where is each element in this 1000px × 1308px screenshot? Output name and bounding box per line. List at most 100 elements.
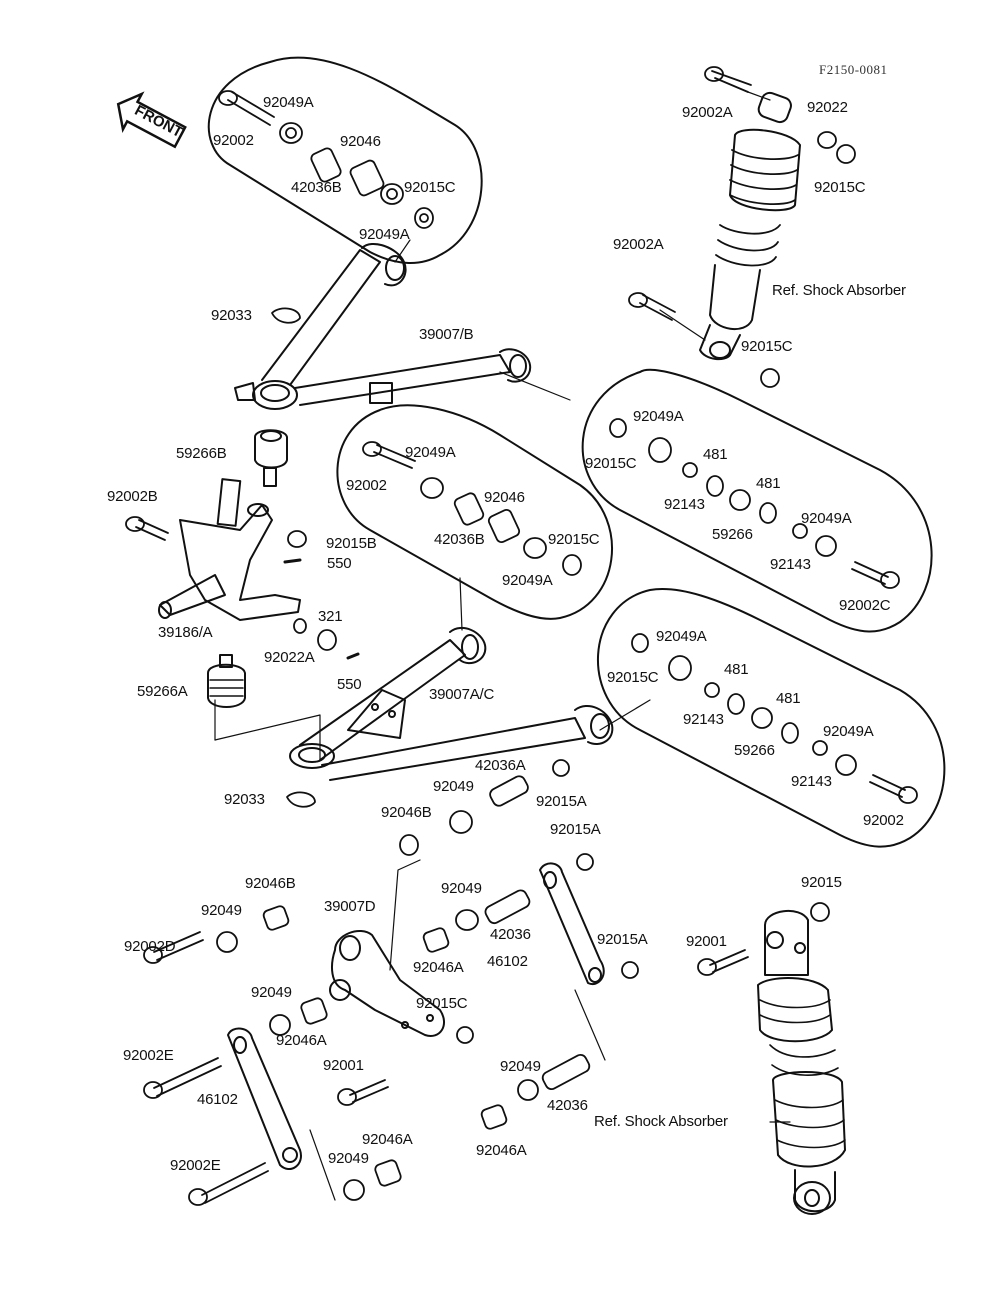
part-number-label: 92049: [441, 880, 482, 897]
part-number-label: 92143: [770, 556, 811, 573]
part-number-label: 39007A/C: [429, 686, 495, 703]
part-number-label: 92022: [807, 99, 848, 116]
part-number-label: 92015C: [548, 531, 600, 548]
part-number-label: 92015C: [416, 995, 468, 1012]
part-number-label: 92049A: [502, 572, 553, 589]
part-number-label: 92002: [213, 132, 254, 149]
part-number-label: 92046A: [362, 1131, 413, 1148]
leader-lines: [214, 91, 791, 1201]
part-number-label: 42036B: [291, 179, 342, 196]
steering-knuckle: [158, 478, 301, 621]
group-outline-upper-arm-front: [207, 56, 483, 264]
part-number-label: 39186/A: [158, 624, 213, 641]
part-number-label: 42036A: [475, 757, 526, 774]
part-number-label: 92143: [683, 711, 724, 728]
part-number-label: 39007/B: [419, 326, 474, 343]
part-number-label: 550: [327, 555, 352, 572]
part-number-label: 92001: [323, 1057, 364, 1074]
part-number-label: 92049A: [405, 444, 456, 461]
part-number-label: 92022A: [264, 649, 315, 666]
part-number-label: 92002C: [839, 597, 891, 614]
ball-joint-lower: [207, 654, 246, 708]
tie-rod-lower: [227, 1027, 302, 1170]
part-number-label: 42036: [547, 1097, 588, 1114]
part-number-label: 92049A: [801, 510, 852, 527]
part-number-label: 92015: [801, 874, 842, 891]
part-number-label: 92002A: [613, 236, 664, 253]
part-number-label: 92015B: [326, 535, 377, 552]
ball-joint-upper: [254, 429, 288, 487]
part-number-label: 92046A: [476, 1142, 527, 1159]
part-number-label: 59266B: [176, 445, 227, 462]
part-number-label: 46102: [487, 953, 528, 970]
part-number-label: 92143: [791, 773, 832, 790]
part-number-label: 321: [318, 608, 343, 625]
part-number-label: 92049A: [359, 226, 410, 243]
front-direction-arrow: FRONT: [105, 81, 196, 161]
part-number-label: 59266: [712, 526, 753, 543]
rear-shock-absorber: [757, 909, 846, 1215]
part-number-label: 92046A: [413, 959, 464, 976]
part-number-label: 92046B: [381, 804, 432, 821]
part-number-label: 92046: [340, 133, 381, 150]
part-number-label: 92049A: [823, 723, 874, 740]
drawing-code: F2150-0081: [819, 62, 888, 77]
group-outline-lower-arm-rear: [597, 588, 946, 848]
part-number-label: 42036: [490, 926, 531, 943]
part-number-label: 92143: [664, 496, 705, 513]
part-number-label: 42036B: [434, 531, 485, 548]
rocker-arm: [329, 930, 445, 1037]
part-number-label: 92015A: [550, 821, 601, 838]
part-number-label: 481: [776, 690, 801, 707]
part-number-label: 550: [337, 676, 362, 693]
part-number-label: 92049A: [263, 94, 314, 111]
part-number-label: 92049: [328, 1150, 369, 1167]
part-number-label: 481: [724, 661, 749, 678]
part-number-label: 481: [703, 446, 728, 463]
tie-rod-upper: [539, 862, 605, 986]
part-number-label: 92015C: [585, 455, 637, 472]
small-parts: [216, 122, 857, 1201]
part-number-label: 92002D: [124, 938, 176, 955]
part-number-label: 92046: [484, 489, 525, 506]
part-number-label: 92002: [863, 812, 904, 829]
part-number-label: 92049: [251, 984, 292, 1001]
arrow-left-icon: [116, 91, 187, 149]
part-number-label: 92046A: [276, 1032, 327, 1049]
part-number-label: 92015C: [741, 338, 793, 355]
part-number-label: 59266A: [137, 683, 188, 700]
part-number-label: 92033: [211, 307, 252, 324]
bolts: [125, 66, 918, 1206]
group-outline-upper-arm-rear: [581, 368, 933, 633]
part-number-label: Ref. Shock Absorber: [594, 1113, 728, 1130]
part-number-label: 92049: [201, 902, 242, 919]
group-outline-lower-arm-front: [336, 404, 613, 620]
part-number-label: 46102: [197, 1091, 238, 1108]
part-number-label: 92015C: [404, 179, 456, 196]
part-number-label: 481: [756, 475, 781, 492]
part-number-label: 92002A: [682, 104, 733, 121]
part-number-label: 59266: [734, 742, 775, 759]
part-number-label: 92002E: [170, 1157, 221, 1174]
part-number-label: 92002: [346, 477, 387, 494]
part-number-label: 92015C: [607, 669, 659, 686]
lower-a-arm: [289, 626, 614, 781]
part-number-label: 92015A: [597, 931, 648, 948]
upper-a-arm: [234, 243, 532, 410]
part-number-label: 92001: [686, 933, 727, 950]
part-number-label: 92002E: [123, 1047, 174, 1064]
part-number-label: 92049A: [633, 408, 684, 425]
part-number-label: 92049: [500, 1058, 541, 1075]
part-number-label: 92002B: [107, 488, 158, 505]
part-number-label: 92015C: [814, 179, 866, 196]
part-number-label: 92049: [433, 778, 474, 795]
part-number-label: 39007D: [324, 898, 376, 915]
front-shock-absorber: [699, 91, 801, 361]
part-number-label: Ref. Shock Absorber: [772, 282, 906, 299]
part-number-label: 92046B: [245, 875, 296, 892]
part-number-label: 92033: [224, 791, 265, 808]
part-number-label: 92049A: [656, 628, 707, 645]
part-number-label: 92015A: [536, 793, 587, 810]
